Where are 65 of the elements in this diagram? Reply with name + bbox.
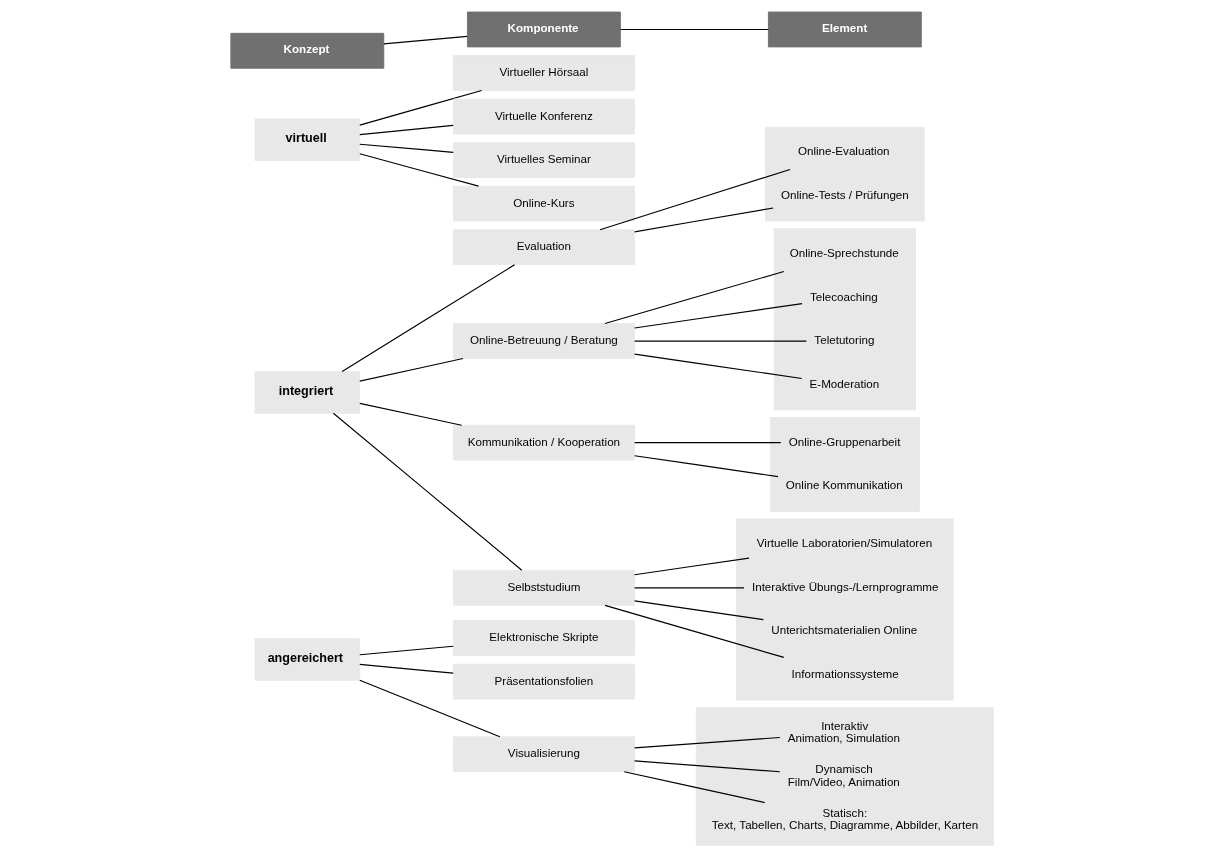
node-box: Elektronische Skripte — [452, 620, 635, 657]
connector — [358, 645, 454, 656]
node-text: Virtuelle Laboratorien/Simulatoren — [756, 536, 932, 550]
cluster — [773, 228, 916, 411]
cluster — [695, 707, 994, 846]
node-text: Online-Gruppenarbeit — [788, 434, 900, 448]
cluster — [735, 518, 954, 701]
node-text: Interaktive Übungs-/Lernprogramme — [751, 579, 938, 593]
node-box: Virtuelles Seminar — [452, 142, 635, 178]
connector — [633, 587, 745, 589]
node-box: Komponente — [466, 11, 621, 48]
connector — [358, 663, 454, 674]
connector — [603, 270, 784, 325]
node-box: Konzept — [229, 32, 384, 69]
connector — [633, 557, 750, 576]
node-box: Element — [767, 11, 922, 48]
node-box: Online-Kurs — [452, 185, 635, 222]
connector — [633, 442, 781, 444]
connector — [358, 402, 462, 426]
node-text: Online-Evaluation — [797, 144, 890, 158]
node-box: integriert — [254, 371, 360, 414]
connector — [633, 455, 779, 478]
connector — [358, 153, 479, 187]
node-box: Online-Betreuung / Beratung — [452, 323, 635, 359]
connector — [623, 771, 765, 804]
node-box: Evaluation — [452, 229, 635, 266]
node-text: Interaktiv Animation, Simulation — [787, 718, 900, 745]
node-text: Unterichtsmaterialien Online — [770, 623, 917, 637]
node-text: Statisch: Text, Tabellen, Charts, Diagramme, Abbilder, Karten — [711, 805, 978, 832]
node-text: Online Kommunikation — [785, 478, 903, 492]
connector — [633, 760, 780, 773]
connector — [633, 207, 774, 233]
node-box: Präsentationsfolien — [452, 663, 635, 700]
connector — [358, 357, 464, 382]
connector — [341, 264, 515, 372]
node-text: Telecoaching — [809, 289, 878, 303]
node-text: E-Moderation — [809, 376, 879, 390]
connector — [382, 35, 468, 45]
connector — [358, 124, 454, 136]
connector — [599, 168, 791, 231]
connector — [603, 604, 784, 658]
cluster — [769, 417, 920, 512]
connector — [633, 353, 802, 380]
node-text: Informationssysteme — [791, 666, 899, 680]
connector — [358, 143, 454, 153]
node-box: virtuell — [254, 118, 360, 162]
cluster — [764, 126, 925, 222]
connector — [633, 600, 764, 621]
connector — [358, 679, 500, 738]
connector — [619, 28, 769, 31]
node-text: Teletutoring — [813, 333, 874, 347]
node-box: angereichert — [254, 638, 360, 681]
node-box: Kommunikation / Kooperation — [452, 424, 635, 461]
node-box: Selbststudium — [452, 569, 635, 606]
node-box: Visualisierung — [452, 736, 635, 773]
node-text: Online-Sprechstunde — [789, 245, 899, 259]
connector — [633, 303, 803, 329]
node-text: Online-Tests / Prüfungen — [780, 187, 909, 201]
node-text: Dynamisch Film/Video, Animation — [787, 762, 900, 788]
node-box: Virtuelle Konferenz — [452, 98, 635, 135]
node-box: Virtueller Hörsaal — [452, 55, 635, 91]
connector — [633, 736, 780, 749]
connector — [633, 340, 807, 342]
connector — [358, 89, 482, 126]
connector — [332, 412, 522, 571]
